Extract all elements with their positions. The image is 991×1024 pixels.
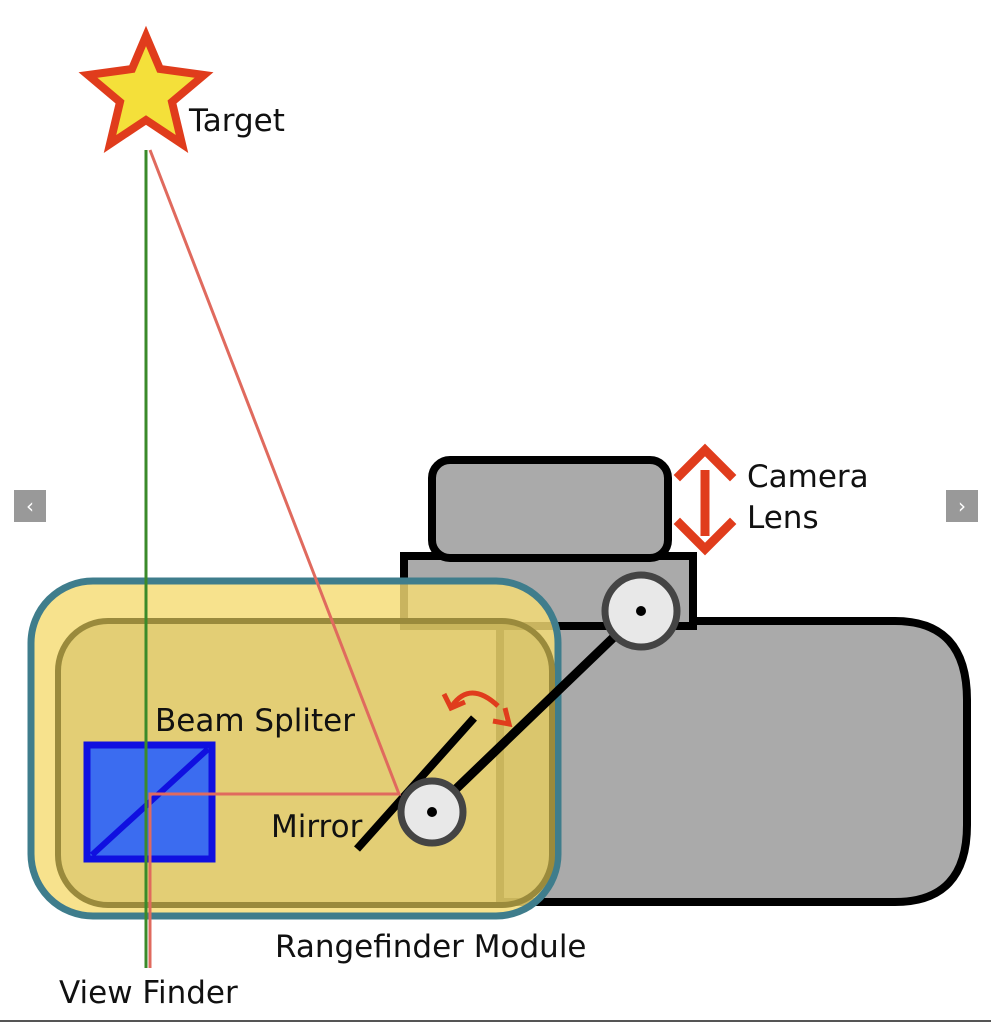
mirror-pivot-hub [427,807,437,817]
mirror-label: Mirror [271,809,363,845]
mirror-rotation-arrow-icon [441,690,513,728]
red-ray [148,149,402,968]
camera-lens-barrel [428,456,672,562]
next-button[interactable]: › [946,490,978,522]
camera-lens-label-line1: Camera [747,459,869,495]
rangefinder-module-label: Rangefinder Module [275,929,587,965]
chevron-left-icon: ‹ [26,494,34,518]
camera-lens-label-line2: Lens [747,500,819,536]
bottom-divider [0,1020,991,1022]
target-label: Target [188,103,285,139]
beam-splitter-label: Beam Spliter [155,703,355,739]
lens-movement-arrow-icon [673,443,737,556]
lens-cam-hub [636,606,646,616]
previous-button[interactable]: ‹ [14,490,46,522]
camera-body-shell [496,617,971,906]
view-finder-label: View Finder [59,975,238,1011]
chevron-right-icon: › [958,494,966,518]
linkage-rod [427,606,646,817]
target-star-icon [78,25,214,153]
